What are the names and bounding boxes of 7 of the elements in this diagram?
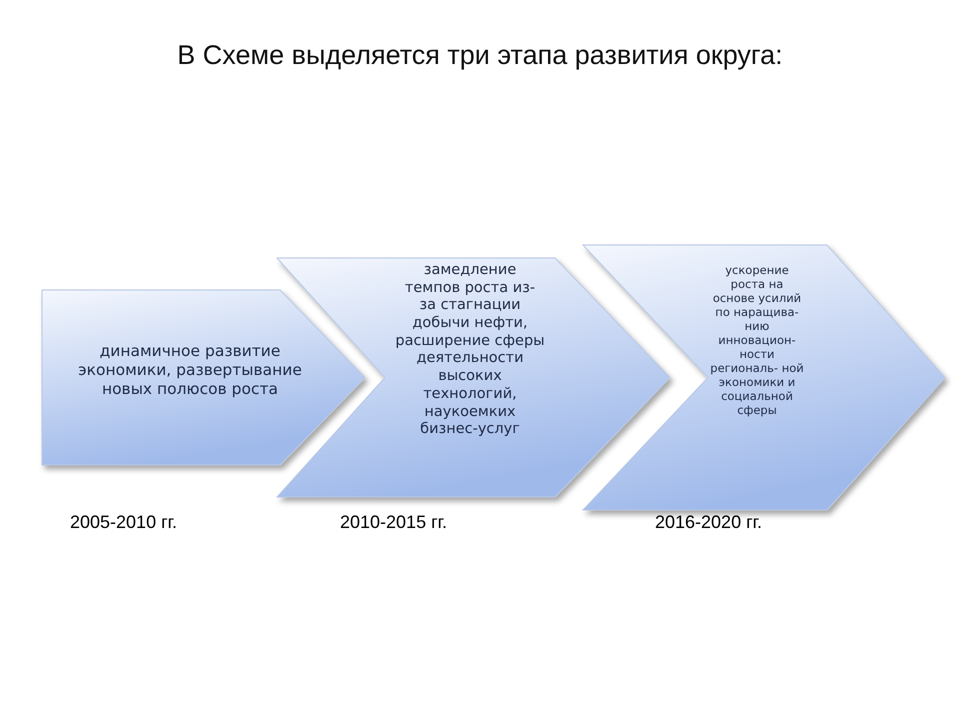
year-range-label: 2016-2020 гг.	[655, 512, 762, 533]
stage-text: замедление темпов роста из- за стагнации добычи нефти, расширение сферы деятельности высоких технологий, наукоемких бизнес-услуг	[395, 262, 545, 439]
slide-title: В Схеме выделяется три этапа развития округа:	[176, 40, 784, 71]
year-range-label: 2010-2015 гг.	[340, 512, 448, 533]
year-range-label: 2005-2010 гг.	[70, 512, 178, 533]
stage-text: ускорение роста на основе усилий по наращива- нию инновацион- ности региональ- ной экономики и социальной сферы	[709, 263, 805, 418]
stage-text: динамичное развитие экономики, развертывание новых полюсов роста	[77, 342, 303, 399]
